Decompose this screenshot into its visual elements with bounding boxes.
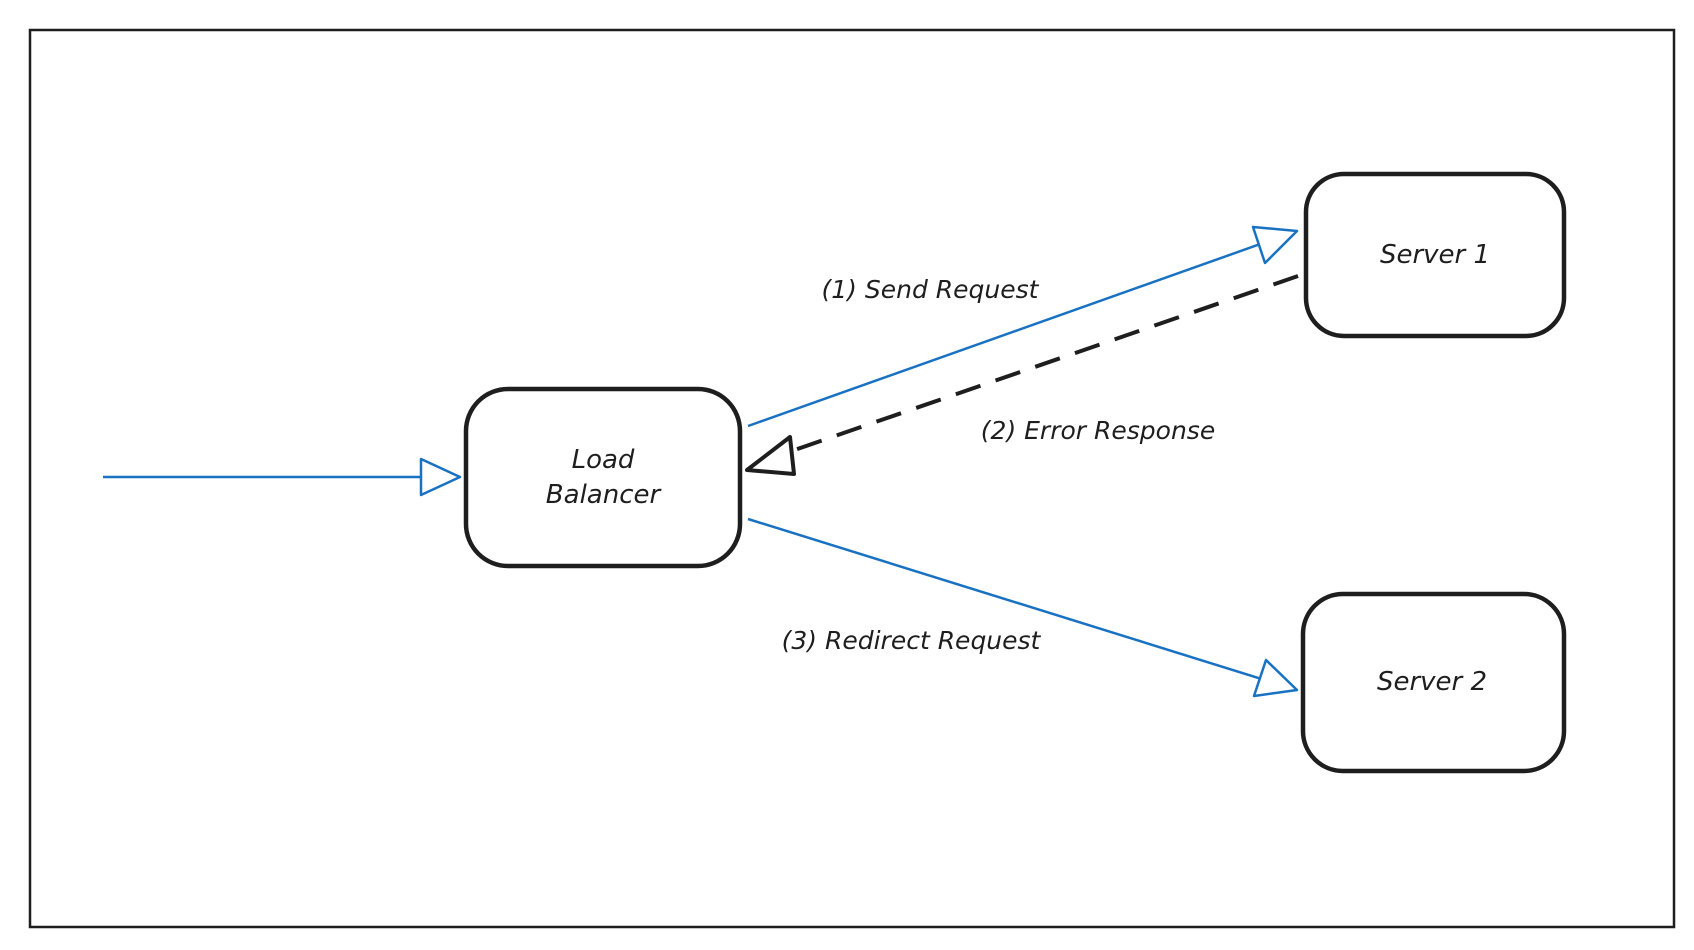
send-request-label: (1) Send Request xyxy=(822,275,1040,304)
load-balancer-node[interactable]: Load Balancer xyxy=(463,386,743,569)
redirect-request-label: (3) Redirect Request xyxy=(782,626,1042,655)
error-response-label: (2) Error Response xyxy=(981,416,1215,445)
server1-node[interactable]: Server 1 xyxy=(1303,171,1567,339)
load-balancer-label-line2: Balancer xyxy=(546,480,663,510)
error-response-arrow[interactable] xyxy=(745,274,1299,476)
redirect-request-arrow[interactable] xyxy=(747,517,1299,698)
diagram-frame xyxy=(28,28,1676,929)
server2-node[interactable]: Server 2 xyxy=(1300,591,1567,774)
incoming-arrow[interactable] xyxy=(103,457,462,497)
send-request-arrow[interactable] xyxy=(747,225,1299,428)
server2-label: Server 2 xyxy=(1377,667,1487,697)
load-balancer-label-line1: Load xyxy=(572,445,635,475)
server1-label: Server 1 xyxy=(1380,240,1490,270)
